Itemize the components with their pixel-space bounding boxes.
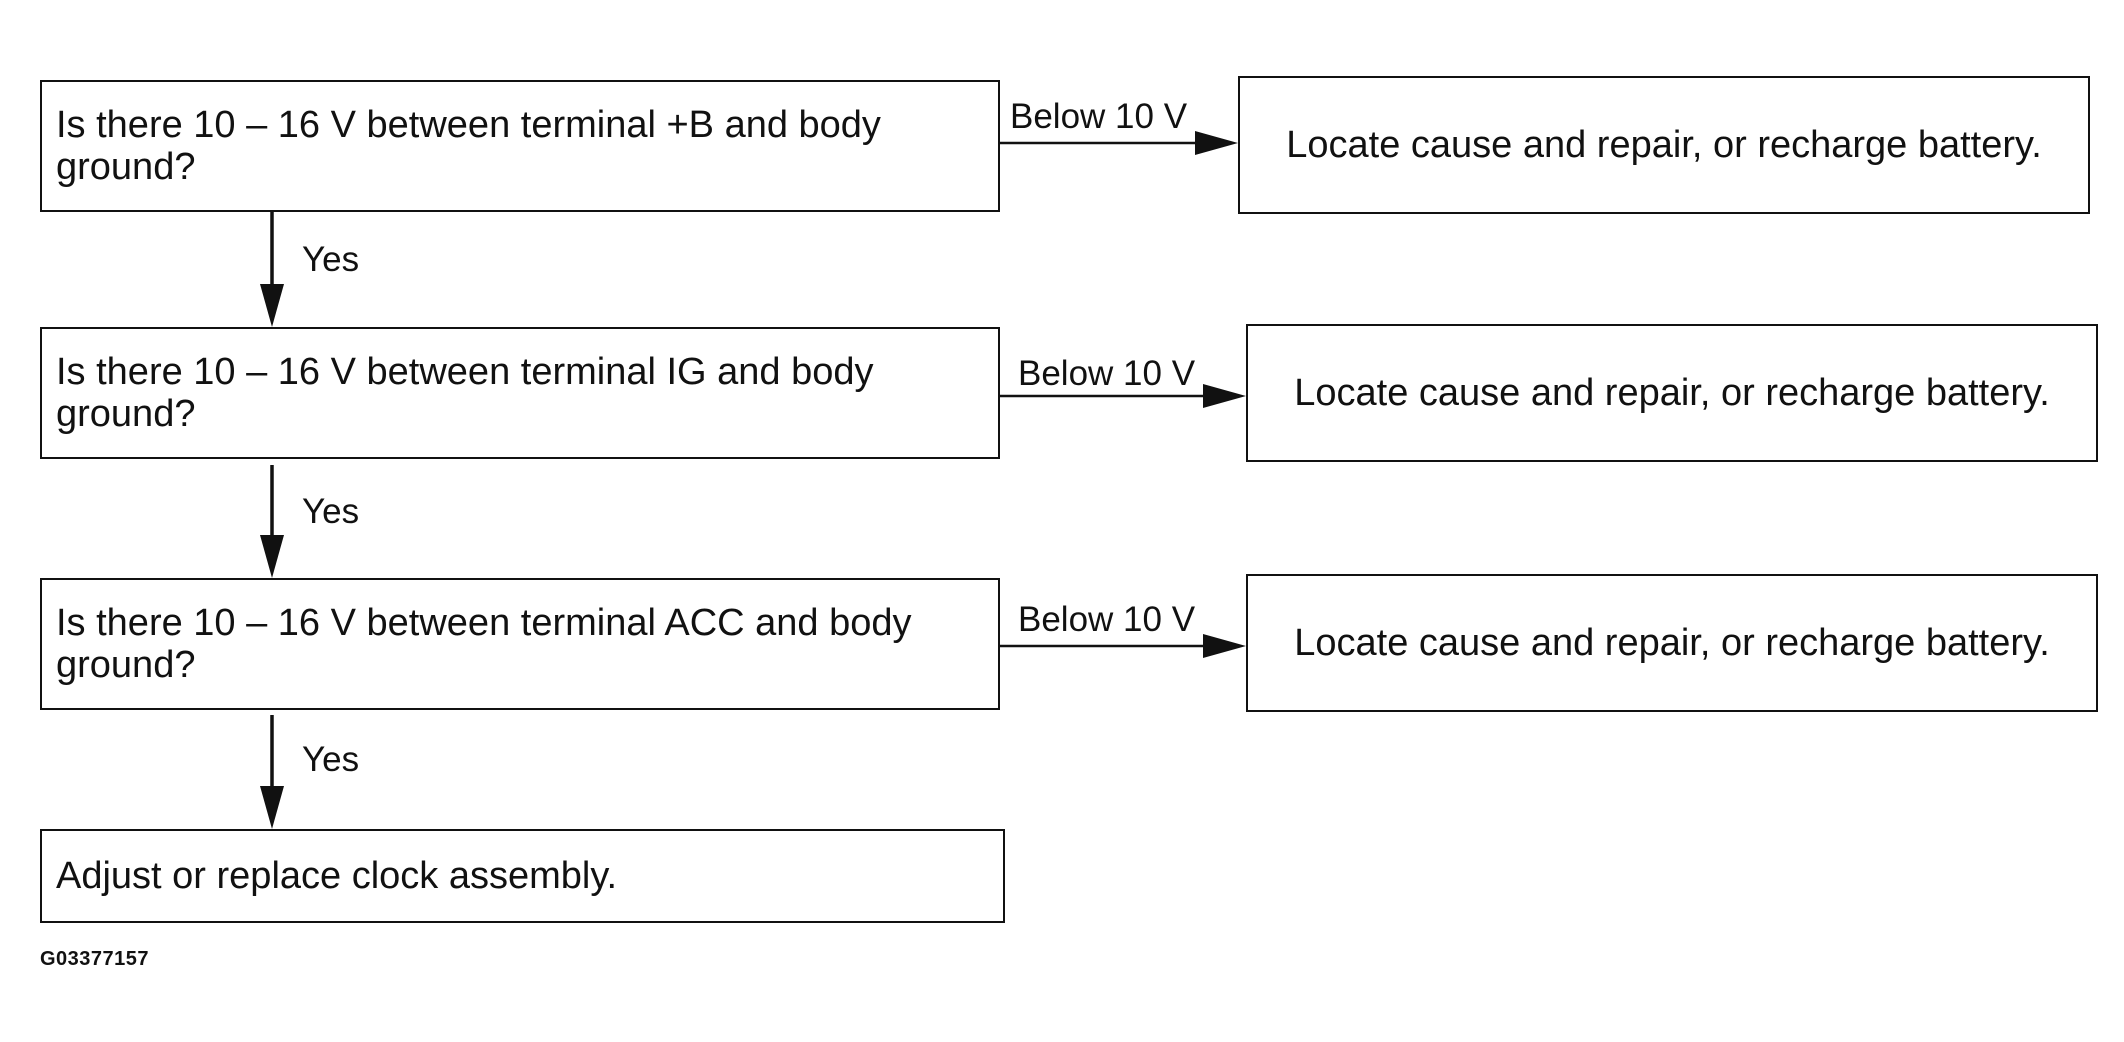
action-text-2: Locate cause and repair, or recharge bat… xyxy=(1294,372,2050,414)
question-box-1: Is there 10 – 16 V between terminal +B a… xyxy=(40,80,1000,212)
question-text-1: Is there 10 – 16 V between terminal +B a… xyxy=(56,104,881,188)
final-action-text: Adjust or replace clock assembly. xyxy=(56,855,618,897)
below-arrow-3 xyxy=(1000,634,1246,658)
action-box-2: Locate cause and repair, or recharge bat… xyxy=(1246,324,2098,462)
final-action-box: Adjust or replace clock assembly. xyxy=(40,829,1005,923)
below-label-2: Below 10 V xyxy=(1018,354,1196,393)
question-text-2: Is there 10 – 16 V between terminal IG a… xyxy=(56,351,874,435)
yes-arrow-2 xyxy=(260,465,284,578)
question-box-3: Is there 10 – 16 V between terminal ACC … xyxy=(40,578,1000,710)
yes-label-3: Yes xyxy=(302,740,360,779)
yes-label-2: Yes xyxy=(302,492,360,531)
below-label-3: Below 10 V xyxy=(1018,600,1196,639)
yes-arrow-3 xyxy=(260,715,284,829)
yes-label-1: Yes xyxy=(302,240,360,279)
yes-arrow-1 xyxy=(260,212,284,327)
action-box-3: Locate cause and repair, or recharge bat… xyxy=(1246,574,2098,712)
action-text-1: Locate cause and repair, or recharge bat… xyxy=(1286,124,2042,166)
action-box-1: Locate cause and repair, or recharge bat… xyxy=(1238,76,2090,214)
below-label-1: Below 10 V xyxy=(1010,97,1188,136)
question-text-3: Is there 10 – 16 V between terminal ACC … xyxy=(56,602,912,686)
below-arrow-2 xyxy=(1000,384,1246,408)
figure-id: G03377157 xyxy=(40,948,150,970)
question-box-2: Is there 10 – 16 V between terminal IG a… xyxy=(40,327,1000,459)
below-arrow-1 xyxy=(1000,131,1238,155)
action-text-3: Locate cause and repair, or recharge bat… xyxy=(1294,622,2050,664)
